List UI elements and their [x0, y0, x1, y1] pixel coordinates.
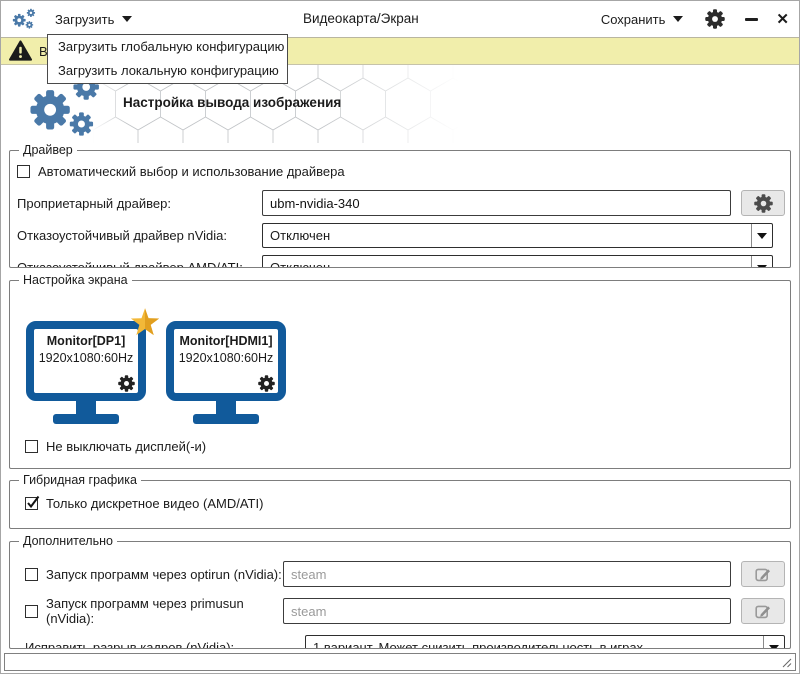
tearing-label: Исправить разрыв кадров (nVidia):	[25, 640, 235, 649]
auto-driver-label: Автоматический выбор и использование дра…	[38, 164, 345, 179]
monitor-dp1[interactable]: Monitor[DP1] 1920x1080:60Hz	[26, 308, 160, 424]
monitor-screen: Monitor[HDMI1] 1920x1080:60Hz	[166, 321, 286, 401]
close-button[interactable]: ✕	[776, 10, 789, 28]
discrete-only-row: Только дискретное видео (AMD/ATI)	[25, 495, 785, 511]
failsafe-amd-value: Отключен	[270, 260, 331, 268]
failsafe-amd-label: Отказоустойчивый драйвер AMD/ATI:	[17, 260, 243, 268]
primusrun-checkbox[interactable]	[25, 604, 38, 618]
discrete-only-checkbox[interactable]	[25, 495, 40, 510]
warning-icon	[9, 40, 32, 61]
tearing-row: Исправить разрыв кадров (nVidia): 1 вари…	[25, 635, 785, 649]
save-menu-button[interactable]: Сохранить	[601, 12, 684, 27]
failsafe-nvidia-row: Отказоустойчивый драйвер nVidia: Отключе…	[17, 223, 785, 248]
proprietary-driver-row: Проприетарный драйвер:	[17, 190, 785, 216]
tearing-value: 1 вариант. Может снизить производительно…	[313, 640, 644, 649]
primusrun-label: Запуск программ через primusun (nVidia):	[46, 596, 244, 626]
failsafe-amd-row: Отказоустойчивый драйвер AMD/ATI: Отключ…	[17, 255, 785, 268]
titlebar: Загрузить Видеокарта/Экран Сохранить ✕	[1, 1, 799, 37]
monitor-mode: 1920x1080:60Hz	[178, 351, 274, 365]
driver-group: Драйвер Автоматический выбор и использов…	[9, 143, 791, 268]
additional-group-legend: Дополнительно	[23, 534, 113, 548]
monitor-settings-icon[interactable]	[258, 375, 275, 392]
primusrun-row: Запуск программ через primusun (nVidia):	[25, 596, 785, 626]
minimize-button[interactable]	[745, 17, 759, 21]
proprietary-driver-settings-button[interactable]	[741, 190, 785, 216]
proprietary-driver-label: Проприетарный драйвер:	[17, 195, 171, 211]
monitor-settings-icon[interactable]	[118, 375, 135, 392]
failsafe-nvidia-label: Отказоустойчивый драйвер nVidia:	[17, 228, 227, 243]
chevron-down-icon	[673, 16, 684, 22]
edit-icon	[755, 605, 770, 619]
dropdown-arrow-icon[interactable]	[751, 256, 772, 267]
hybrid-group-legend: Гибридная графика	[23, 473, 137, 487]
monitor-screen: Monitor[DP1] 1920x1080:60Hz	[26, 321, 146, 401]
load-dropdown-menu: Загрузить глобальную конфигурацию Загруз…	[47, 34, 288, 84]
monitors-row: Monitor[DP1] 1920x1080:60Hz Monitor[HDMI…	[26, 308, 785, 424]
monitor-base	[53, 414, 119, 424]
optirun-edit-button[interactable]	[741, 561, 785, 587]
auto-driver-row: Автоматический выбор и использование дра…	[17, 164, 785, 179]
screen-group: Настройка экрана Monitor[DP1] 1920x1080:…	[9, 273, 791, 469]
auto-driver-checkbox[interactable]	[17, 165, 30, 178]
screen-group-legend: Настройка экрана	[23, 273, 128, 287]
optirun-row: Запуск программ через optirun (nVidia):	[25, 561, 785, 587]
warning-text: В	[39, 43, 48, 59]
load-menu-button[interactable]: Загрузить	[55, 11, 133, 27]
save-menu-label: Сохранить	[600, 11, 666, 27]
load-menu-label: Загрузить	[55, 11, 115, 27]
app-logo-gears-icon	[11, 7, 41, 31]
titlebar-right-controls: Сохранить ✕	[601, 9, 789, 29]
menu-item-load-global-config[interactable]: Загрузить глобальную конфигурацию	[58, 39, 285, 54]
edit-icon	[755, 568, 770, 582]
dropdown-arrow-icon[interactable]	[763, 636, 784, 648]
monitor-name: Monitor[HDMI1]	[179, 334, 273, 348]
dropdown-arrow-icon[interactable]	[751, 224, 772, 247]
primusrun-edit-button[interactable]	[741, 598, 785, 624]
optirun-checkbox[interactable]	[25, 567, 38, 581]
failsafe-nvidia-select[interactable]: Отключен	[262, 223, 773, 248]
failsafe-amd-select[interactable]: Отключен	[262, 255, 773, 268]
menu-item-load-local-config[interactable]: Загрузить локальную конфигурацию	[58, 63, 279, 78]
monitor-name: Monitor[DP1]	[46, 334, 126, 348]
additional-group: Дополнительно Запуск программ через opti…	[9, 534, 791, 649]
keep-display-on-label: Не выключать дисплей(-и)	[46, 439, 207, 454]
settings-button[interactable]	[705, 9, 726, 29]
monitor-stand	[216, 401, 236, 414]
monitor-mode: 1920x1080:60Hz	[38, 351, 134, 365]
monitor-hdmi1[interactable]: Monitor[HDMI1] 1920x1080:60Hz	[166, 321, 286, 424]
tearing-select[interactable]: 1 вариант. Может снизить производительно…	[305, 635, 785, 649]
hybrid-graphics-group: Гибридная графика Только дискретное виде…	[9, 473, 791, 529]
driver-group-legend: Драйвер	[23, 143, 73, 157]
optirun-label: Запуск программ через optirun (nVidia):	[46, 566, 282, 582]
proprietary-driver-input[interactable]	[262, 190, 731, 216]
chevron-down-icon	[122, 16, 133, 22]
monitor-base	[193, 414, 259, 424]
checkmark-icon	[27, 495, 40, 509]
keep-display-on-row: Не выключать дисплей(-и)	[25, 439, 785, 454]
monitor-stand	[76, 401, 96, 414]
resize-grip[interactable]	[780, 656, 792, 668]
optirun-command-input[interactable]	[283, 561, 731, 587]
header-title: Настройка вывода изображения	[123, 95, 342, 110]
failsafe-nvidia-value: Отключен	[270, 228, 331, 243]
status-bar	[4, 653, 796, 671]
primusrun-command-input[interactable]	[283, 598, 731, 624]
keep-display-on-checkbox[interactable]	[25, 440, 38, 453]
page-title: Видеокарта/Экран	[303, 11, 419, 26]
primary-star-icon	[130, 308, 160, 336]
discrete-only-label: Только дискретное видео (AMD/ATI)	[46, 496, 264, 511]
